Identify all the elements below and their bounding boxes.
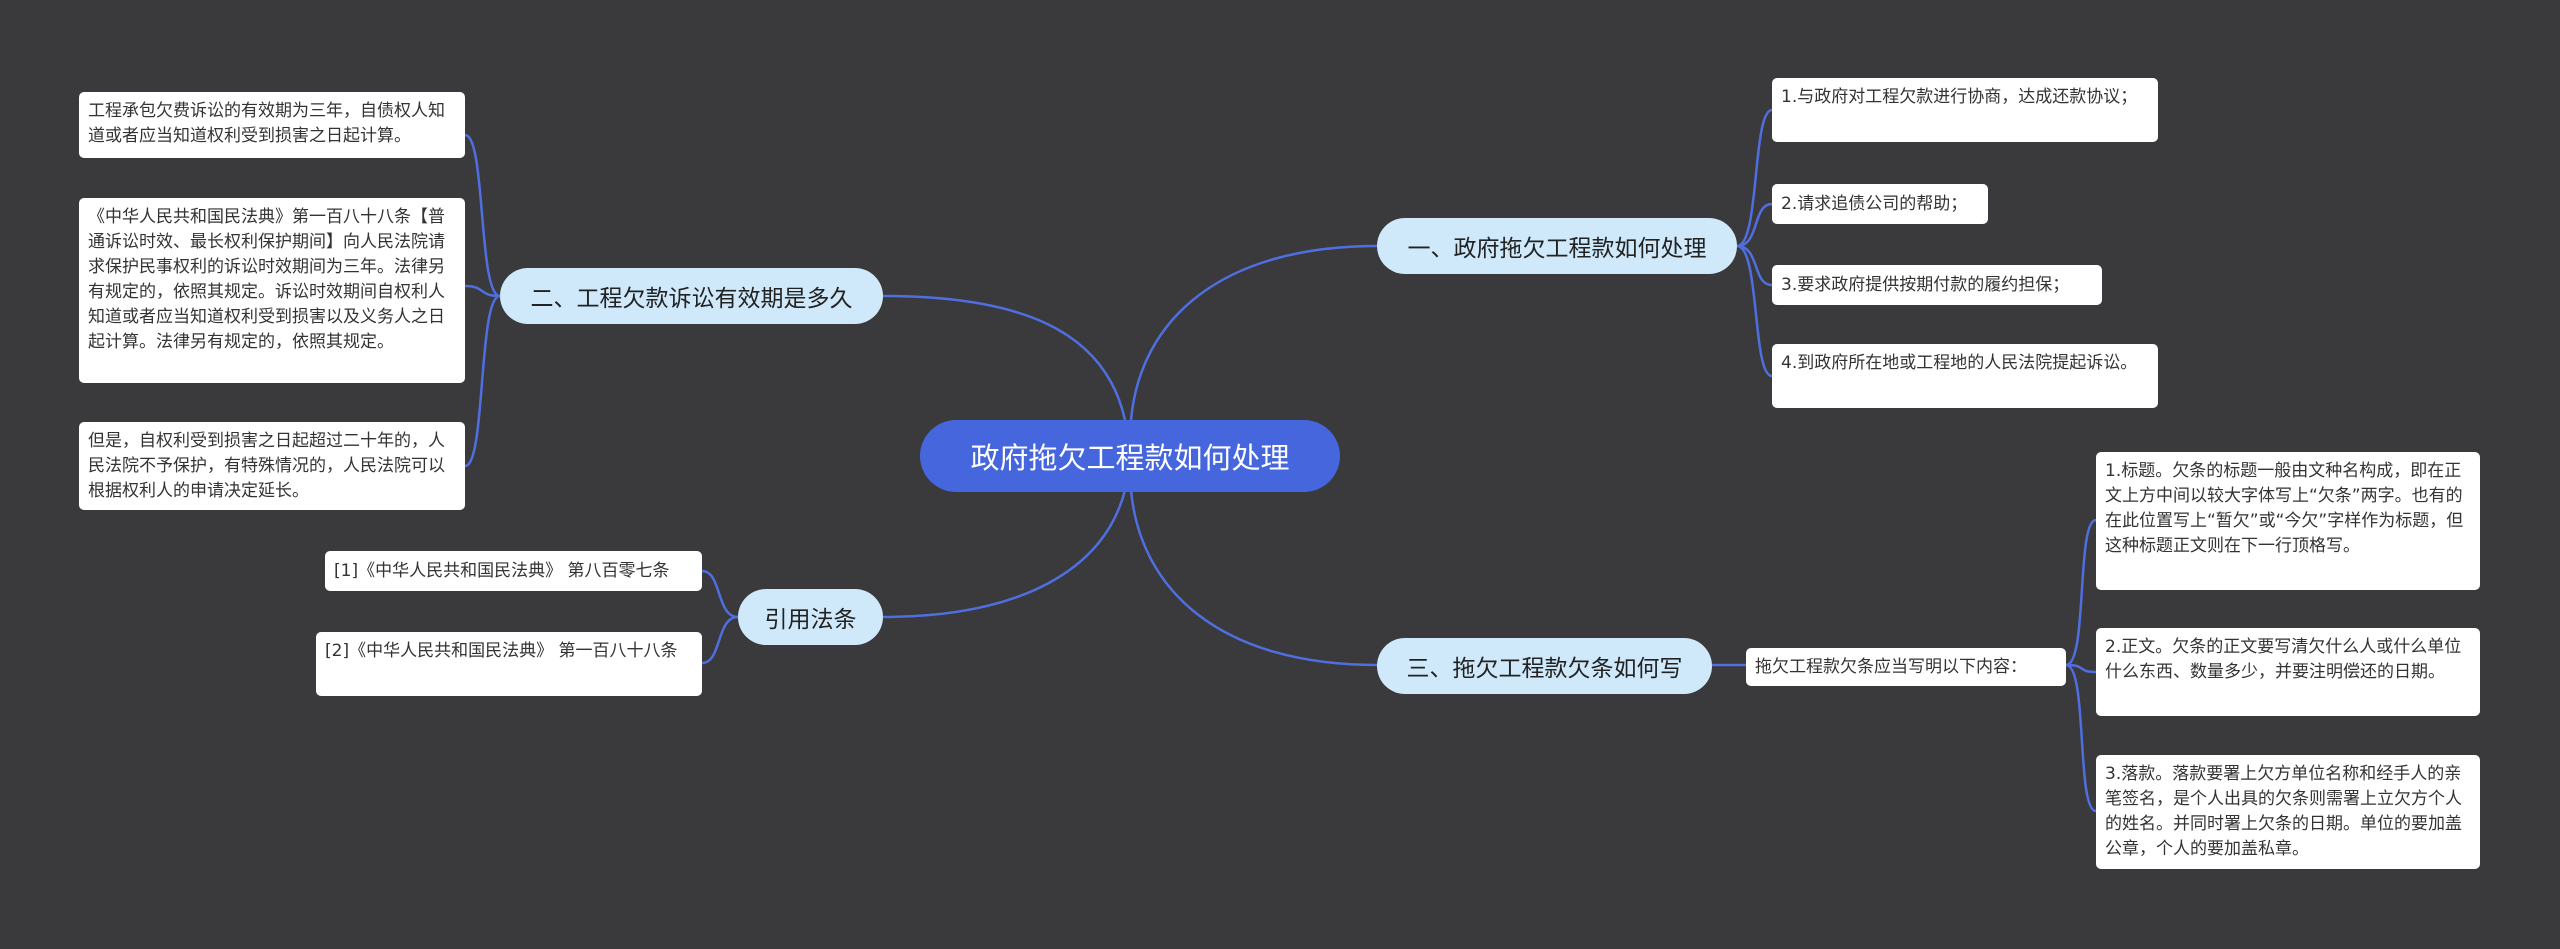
link-b1-l2 — [1736, 202, 1773, 248]
link-root-b2 — [882, 294, 1127, 421]
branch-label: 引用法条 — [764, 607, 857, 633]
branch-iou-writing[interactable]: 三、拖欠工程款欠条如何写 — [1377, 638, 1712, 694]
link-b2-l1 — [464, 133, 501, 298]
link-root-b1 — [1129, 244, 1378, 421]
branch-references[interactable]: 引用法条 — [738, 589, 883, 645]
link-b2-l2 — [464, 284, 501, 298]
leaf-lawsuit: 4.到政府所在地或工程地的人民法院提起诉讼。 — [1772, 344, 2158, 408]
branch-label: 二、工程欠款诉讼有效期是多久 — [530, 286, 853, 312]
link-root-b3 — [1129, 489, 1378, 667]
root-title: 政府拖欠工程款如何处理 — [970, 441, 1290, 475]
leaf-guarantee: 3.要求政府提供按期付款的履约担保； — [1772, 265, 2102, 305]
leaf-iou-signature: 3.落款。落款要署上欠方单位名称和经手人的亲笔签名，是个人出具的欠条则需署上立欠… — [2096, 755, 2480, 869]
leaf-reference-1[interactable]: [1]《中华人民共和国民法典》 第八百零七条 — [325, 551, 702, 591]
link-b1-l3 — [1736, 244, 1773, 287]
leaf-iou-contents-intro: 拖欠工程款欠条应当写明以下内容： — [1746, 648, 2066, 686]
link-root-b4 — [882, 489, 1127, 619]
leaf-negotiate: 1.与政府对工程欠款进行协商，达成还款协议； — [1772, 78, 2158, 142]
link-sub-l2 — [2065, 663, 2097, 674]
branch-label: 三、拖欠工程款欠条如何写 — [1406, 656, 1683, 682]
branch-label: 一、政府拖欠工程款如何处理 — [1407, 236, 1707, 262]
link-sub-l3 — [2065, 663, 2097, 813]
root-node[interactable]: 政府拖欠工程款如何处理 — [920, 420, 1340, 492]
link-b4-l2 — [701, 615, 739, 665]
link-b4-l1 — [701, 569, 739, 619]
link-b1-l4 — [1736, 244, 1773, 378]
leaf-iou-title: 1.标题。欠条的标题一般由文种名构成，即在正文上方中间以较大字体写上“欠条”两字… — [2096, 452, 2480, 590]
leaf-iou-body: 2.正文。欠条的正文要写清欠什么人或什么单位什么东西、数量多少，并要注明偿还的日… — [2096, 628, 2480, 716]
link-b2-l3 — [464, 294, 501, 468]
branch-how-to-handle[interactable]: 一、政府拖欠工程款如何处理 — [1377, 218, 1737, 274]
link-sub-l1 — [2065, 518, 2097, 667]
branch-limitation-period[interactable]: 二、工程欠款诉讼有效期是多久 — [500, 268, 883, 324]
leaf-twenty-years: 但是，自权利受到损害之日起超过二十年的，人民法院不予保护，有特殊情况的，人民法院… — [79, 422, 465, 510]
leaf-reference-2[interactable]: [2]《中华人民共和国民法典》 第一百八十八条 — [316, 632, 702, 696]
leaf-debt-company: 2.请求追债公司的帮助； — [1772, 184, 1988, 224]
leaf-three-years: 工程承包欠费诉讼的有效期为三年，自债权人知道或者应当知道权利受到损害之日起计算。 — [79, 92, 465, 158]
leaf-civil-code-188: 《中华人民共和国民法典》第一百八十八条【普通诉讼时效、最长权利保护期间】向人民法… — [79, 198, 465, 383]
link-b1-l1 — [1736, 108, 1773, 248]
